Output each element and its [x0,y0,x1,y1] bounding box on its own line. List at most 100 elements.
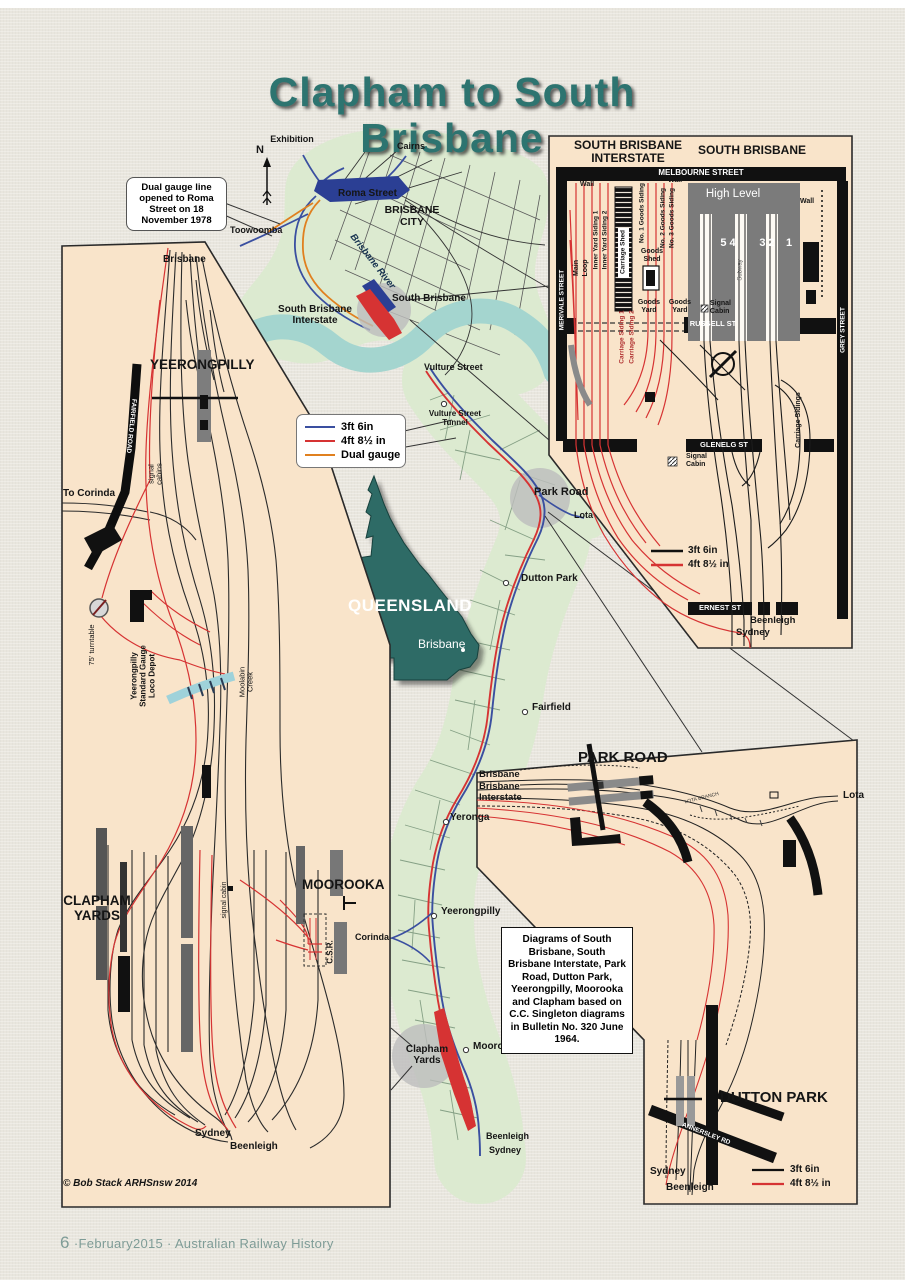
sb-melbourne-street: MELBOURNE STREET [658,168,744,177]
north-arrow [262,157,272,205]
sb-loop: Loop [582,259,590,277]
pr-legend-narrow: 3ft 6in [790,1164,820,1175]
south-brisbane-inset [548,135,853,649]
south-brisbane-station [362,279,396,315]
label-south-brisbane-interstate: South Brisbane Interstate [278,304,352,327]
pr-dutton-park: DUTTON PARK [720,1089,828,1106]
label-lota: Lota [574,510,593,520]
label-brisbane-city: BRISBANE CITY [384,204,440,228]
park-road-inset [476,739,858,1205]
station-dots [430,400,529,1054]
label-yeronga: Yeronga [450,812,490,823]
label-exhibition: Exhibition [270,134,314,144]
sb-carr2: Carriage Siding 2 [628,310,636,364]
sb-platforms-54: 5 4 [720,237,736,249]
label-south-brisbane: South Brisbane [392,293,466,304]
sb-carriage-shed: Carriage Shed [619,229,627,275]
csr-siding-box [303,913,327,967]
pr-lota: Lota [843,790,865,801]
pr-title: PARK ROAD [578,749,668,766]
standard-gauge-wedge [434,1008,476,1131]
label-toowoomba: Toowoomba [230,225,283,235]
signal-cabin-symbol [700,304,709,313]
sb-inner1: Inner Yard Siding 1 [592,210,600,270]
sb-goods-shed: Goods Shed [640,248,664,263]
label-roma-street: Roma Street [338,188,397,199]
south-brisbane-interstate-station [356,289,402,340]
pr-brisbane-interstate: Brisbane Interstate [479,781,522,803]
signal-cabin-symbol [667,456,678,467]
sb-subway: Subway [737,259,744,281]
sb-high-level: High Level [705,188,761,200]
sb-russell-st: RUSSELL ST [689,319,737,328]
left-signal-cabins: signal cabins [146,463,164,485]
left-to-corinda: To Corinda [63,488,116,499]
label-yeerongpilly: Yeerongpilly [441,906,501,917]
sb-beenleigh: Beenleigh [750,615,796,626]
page-number: 6 [60,1233,70,1252]
label-moorooka: Moorooka [473,1041,521,1052]
standard-gauge-swatch [305,440,335,442]
left-clapham-yards: CLAPHAM YARDS [63,893,131,924]
page-title: Clapham to South Brisbane [268,69,636,161]
sb-platform-1: 1 [785,237,793,249]
inset-connectors [221,201,855,1091]
source-note-box: Diagrams of South Brisbane, South Brisba… [501,927,633,1054]
dual-gauge-swatch [305,454,335,456]
park-road-platform [567,776,653,792]
sb-platforms-32: 3 2 [759,237,775,249]
legend-row-narrow: 3ft 6in [297,421,405,433]
moolabin-creek [166,671,236,705]
left-signal-cabin: signal cabin [221,881,229,919]
sb-wall-1: Wall [580,181,595,188]
left-inset [61,241,391,1208]
sb-wall-3: Wall [800,198,815,205]
legend-standard-label: 4ft 8½ in [341,435,386,447]
sb-goods-yard-2: Goods Yard [668,299,692,314]
annerley-road-bar [648,1104,777,1164]
sb-carriage-sidings: Carriage Sidings [795,392,803,448]
pr-sydney: Sydney [650,1166,686,1177]
sb-signal-cabin-1: Signal Cabin [710,300,732,315]
sb-merivale-street: MERIVALE STREET [558,269,566,331]
moorooka-platform [330,850,343,896]
narrow-gauge-swatch [305,426,335,428]
left-yeerongpilly: YEERONGPILLY [150,357,255,372]
label-dutton-park: Dutton Park [521,573,578,584]
park-road-highlight [510,468,570,528]
roma-street-yard [314,176,410,202]
sb-legend-standard: 4ft 8½ in [688,559,729,570]
sb-inner2: Inner Yard Siding 2 [601,210,609,270]
gauge-legend: 3ft 6in 4ft 8½ in Dual gauge [296,414,406,468]
sb-title-interstate: SOUTH BRISBANE INTERSTATE [573,138,682,166]
grey-street-bar [837,181,848,619]
label-fairfield: Fairfield [532,702,571,713]
callout-text: Dual gauge line opened to Roma Street on… [139,181,214,227]
sb-main: Main [573,260,581,276]
copyright: © Bob Stack ARHSnsw 2014 [63,1178,198,1189]
dutton-park-road [706,1005,718,1185]
left-csr: C.S.R. [325,940,335,964]
dual-gauge-callout: Dual gauge line opened to Roma Street on… [126,177,227,231]
left-moorooka: MOOROOKA [302,877,385,892]
sb-legend-narrow: 3ft 6in [688,545,718,556]
sb-signal-cabin-2: Signal Cabin [686,453,708,468]
label-queensland: QUEENSLAND [348,596,473,615]
label-vulture-tunnel: Vulture Street Tunnel [428,409,482,427]
sb-glenelg-st: GLENELG ST [700,440,748,449]
source-note-text: Diagrams of South Brisbane, South Brisba… [508,934,626,1045]
sb-grey-street: GREY STREET [839,307,847,353]
city-rail-lines [239,149,553,376]
label-park-road: Park Road [534,486,589,498]
left-turntable: 75' turntable [86,624,96,666]
sb-ernest-st: ERNEST ST [698,603,742,612]
label-vulture-street: Vulture Street [424,362,483,372]
legend-row-standard: 4ft 8½ in [297,435,405,447]
label-sydney: Sydney [489,1145,522,1155]
page-footer: 6 ·February2015 · Australian Railway His… [60,1233,334,1253]
footer-text: ·February2015 · Australian Railway Histo… [73,1236,334,1251]
label-corinda: Corinda [355,932,390,942]
sb-goods3: No. 3 Goods Siding [668,188,676,248]
